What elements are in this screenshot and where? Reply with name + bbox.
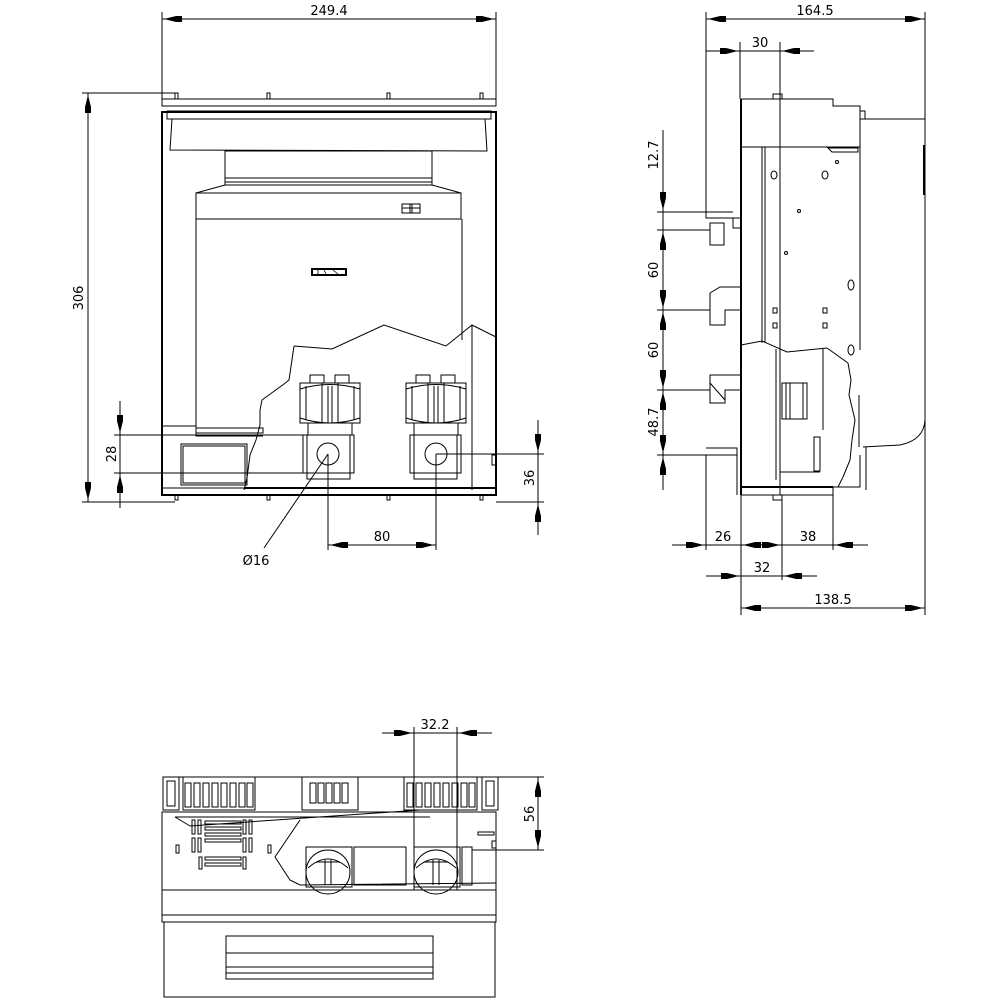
svg-text:32.2: 32.2	[421, 718, 450, 733]
svg-text:12.7: 12.7	[647, 141, 662, 170]
svg-text:32: 32	[754, 561, 771, 576]
indicator-icon	[401, 203, 421, 214]
dim-bottom-chain: 26 38 32 138.5	[672, 455, 925, 615]
svg-text:30: 30	[752, 36, 769, 51]
dim-rail-offset: 30	[706, 36, 814, 99]
dim-clip-chain: 12.7 60 60 48.7	[647, 130, 737, 490]
svg-text:249.4: 249.4	[310, 4, 347, 19]
svg-text:164.5: 164.5	[796, 4, 833, 19]
bottom-terminal-left	[305, 846, 407, 895]
svg-text:138.5: 138.5	[814, 593, 851, 608]
dim-terminal-width: 32.2	[382, 718, 492, 890]
svg-text:48.7: 48.7	[647, 408, 662, 437]
svg-text:38: 38	[800, 530, 817, 545]
svg-text:80: 80	[374, 530, 391, 545]
dim-bottom-height: 56	[472, 776, 544, 851]
bottom-view: 32.2 56	[161, 718, 544, 998]
svg-text:56: 56	[523, 806, 538, 823]
svg-text:Ø16: Ø16	[243, 554, 270, 569]
side-view: 164.5 30 12.7 60 60	[647, 4, 926, 615]
rating-label-icon	[311, 268, 347, 276]
svg-text:306: 306	[72, 286, 87, 311]
svg-text:60: 60	[647, 262, 662, 279]
terminal-left	[299, 374, 361, 480]
vent-slots	[184, 782, 476, 808]
dim-overall-height: 306	[72, 92, 175, 503]
dim-overall-width: 249.4	[161, 4, 497, 99]
dim-terminal-offset: 36	[436, 420, 544, 535]
left-slots	[175, 819, 272, 870]
svg-text:36: 36	[523, 470, 538, 487]
svg-text:60: 60	[647, 342, 662, 359]
dim-terminal-height: 28	[105, 401, 303, 508]
front-view: 249.4 306 28 36	[72, 4, 544, 569]
dim-overall-depth: 164.5	[705, 4, 926, 218]
dim-hole-diameter: Ø16	[243, 453, 329, 569]
svg-text:26: 26	[715, 530, 732, 545]
svg-text:28: 28	[105, 446, 120, 463]
dim-terminal-spacing: 80	[327, 454, 437, 550]
bottom-terminal-right	[413, 846, 473, 895]
